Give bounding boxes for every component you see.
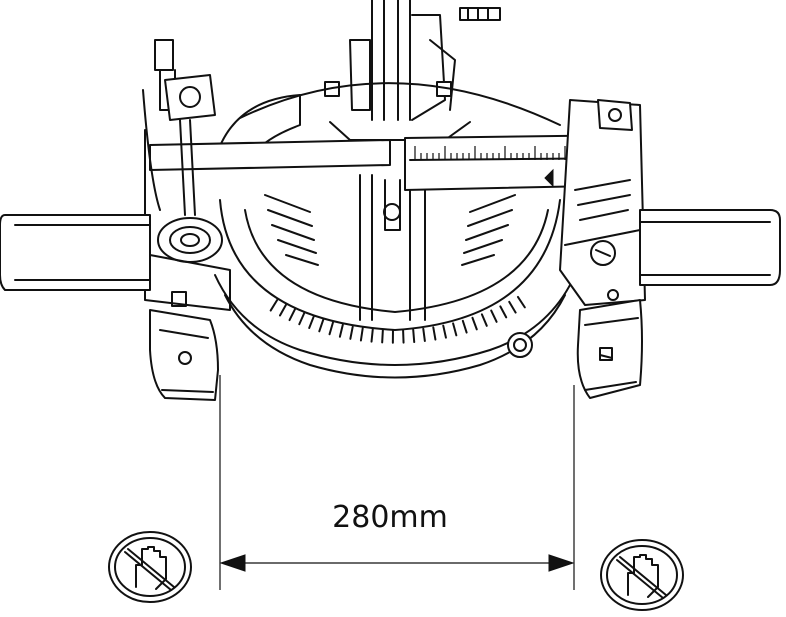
miter-scale-tick: [490, 309, 498, 323]
right-base: [559, 99, 781, 399]
miter-scale-tick: [381, 329, 384, 344]
miter-scale-tick: [278, 303, 288, 317]
left-base: [0, 129, 231, 401]
miter-scale-tick: [338, 323, 344, 338]
miter-scale-tick: [432, 326, 437, 341]
miter-scale-tick: [480, 313, 488, 327]
miter-scale-tick: [422, 327, 426, 343]
miter-scale-tick: [318, 318, 325, 333]
dimension-label: 280mm: [332, 500, 448, 535]
miter-scale-tick: [288, 307, 297, 322]
miter-scale-tick: [359, 327, 364, 342]
miter-scale-tick: [412, 328, 416, 344]
miter-scale-tick: [499, 305, 508, 319]
miter-scale-tick: [349, 325, 354, 340]
saw-arm-column: [324, 0, 501, 121]
no-hands-warning-icon-left: [108, 531, 192, 603]
no-hands-warning-icon-right: [600, 539, 684, 611]
miter-scale-tick: [328, 321, 335, 336]
miter-scale-tick: [508, 300, 517, 314]
dimension-lines: [219, 375, 575, 590]
left-hold-down-clamp: [142, 39, 223, 263]
miter-scale-tick: [308, 315, 315, 330]
miter-scale-tick: [461, 319, 468, 334]
miter-scale-tick: [298, 311, 306, 326]
miter-scale-tick: [471, 316, 478, 331]
miter-lock-knob: [507, 332, 533, 358]
miter-scale-tick: [370, 328, 374, 343]
miter-scale-tick: [452, 322, 458, 337]
turntable: [214, 82, 561, 331]
miter-scale-tick: [269, 298, 279, 312]
miter-scale-tick: [516, 295, 526, 309]
miter-scale: [214, 274, 576, 379]
miter-scale-tick: [442, 324, 447, 339]
